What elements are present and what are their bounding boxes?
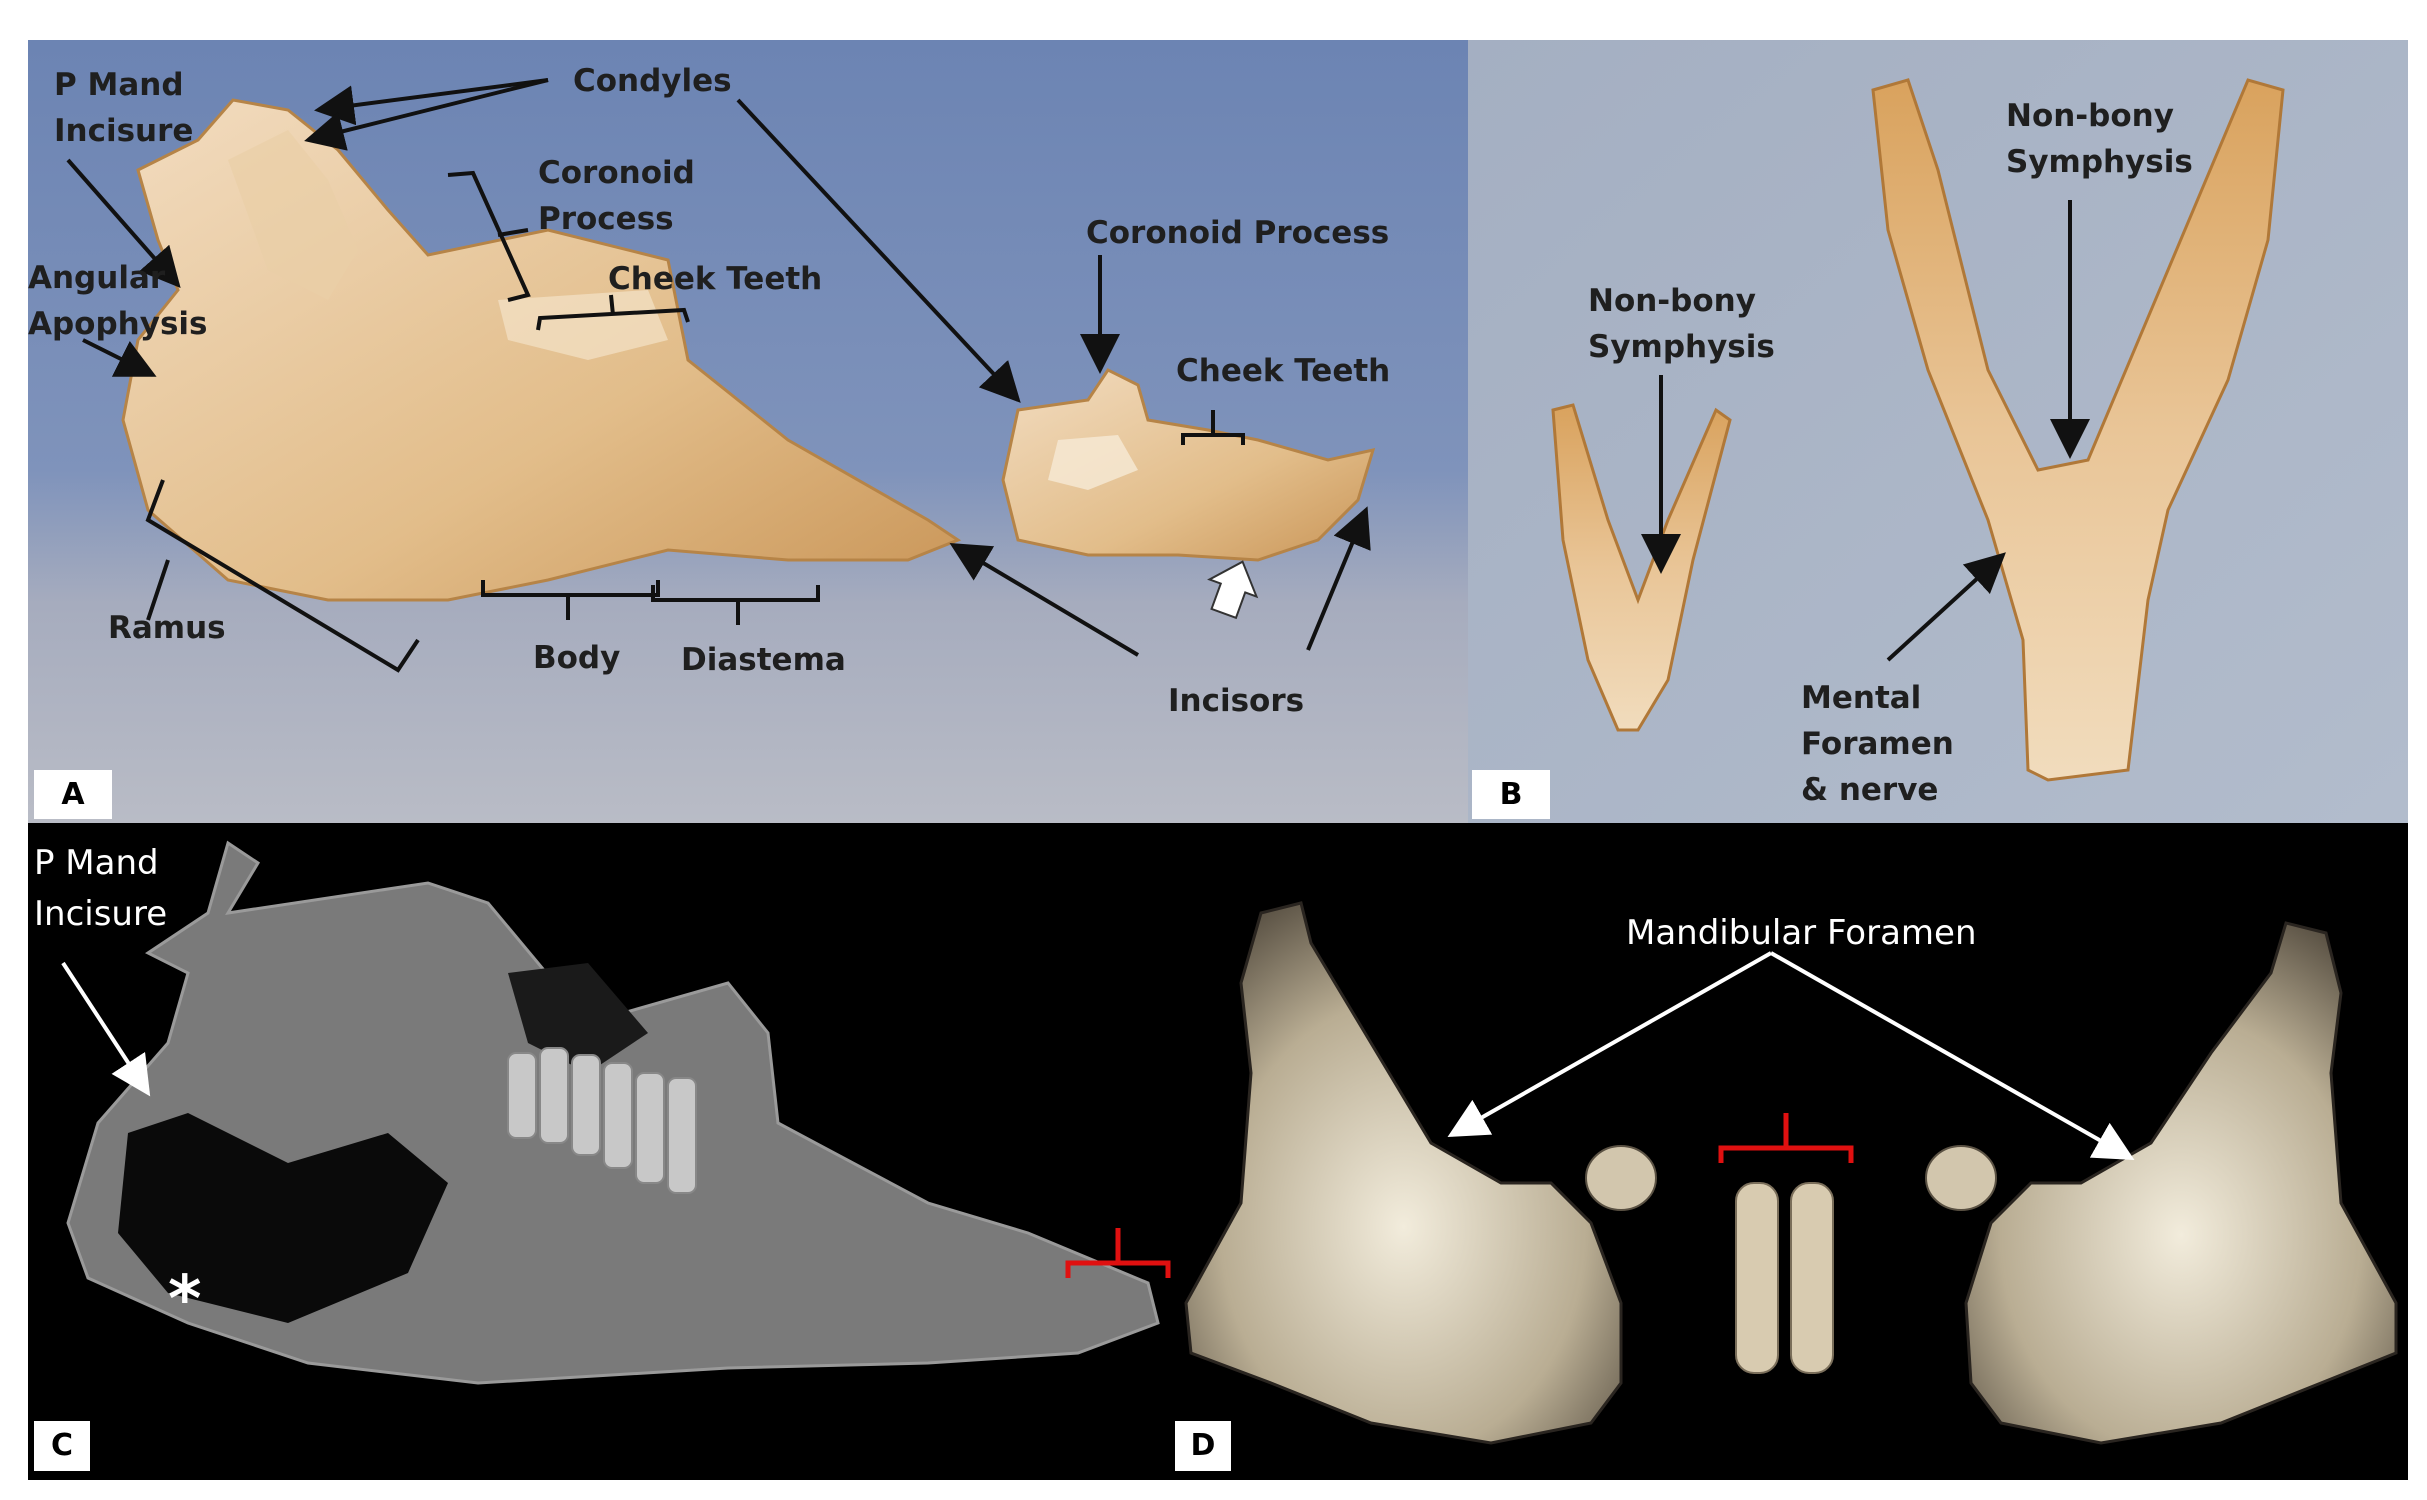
label-p-mand-incisure-ct: P Mand Incisure — [34, 843, 168, 934]
label-non-bony-symphysis-large: Non-bony Symphysis — [2006, 98, 2193, 180]
label-coronoid-process: Coronoid Process — [538, 155, 695, 237]
panel-c: P Mand Incisure * C — [28, 823, 1171, 1480]
label-cheek-teeth-small: Cheek Teeth — [1176, 353, 1391, 389]
label-ramus: Ramus — [108, 610, 226, 646]
label-mandibular-foramen: Mandibular Foramen — [1626, 913, 1977, 953]
label-diastema: Diastema — [681, 642, 846, 678]
panel-c-tag: C — [34, 1421, 90, 1471]
ct-left-hemimandible — [1184, 901, 1623, 1445]
panel-d: Mandibular Foramen D — [1171, 823, 2408, 1480]
panel-a-tag: A — [34, 770, 112, 819]
asterisk-marker: * — [168, 1263, 202, 1337]
panel-b-photo — [1468, 40, 2408, 823]
label-mental-foramen: Mental Foramen & nerve — [1801, 680, 1954, 808]
small-v-mandible — [1551, 403, 1732, 732]
label-coronoid-process-small: Coronoid Process — [1086, 215, 1390, 251]
panel-b: Non-bony Symphysis Non-bony Symphysis Me… — [1468, 40, 2408, 823]
panel-b-tag: B — [1472, 770, 1550, 819]
label-incisors: Incisors — [1168, 683, 1305, 719]
panel-a: P Mand Incisure Condyles Coronoid Proces… — [28, 40, 1468, 823]
label-condyles: Condyles — [573, 63, 732, 99]
ct-right-hemimandible — [1964, 921, 2398, 1445]
label-non-bony-symphysis-small: Non-bony Symphysis — [1588, 283, 1775, 365]
label-angular-apophysis: Angular Apophysis — [28, 260, 208, 342]
panel-d-tag: D — [1175, 1421, 1231, 1471]
panel-c-ct-render — [28, 823, 1171, 1480]
label-cheek-teeth: Cheek Teeth — [608, 261, 823, 297]
label-p-mand-incisure: P Mand Incisure — [54, 67, 194, 149]
label-body: Body — [533, 640, 621, 676]
white-arrow — [1207, 560, 1259, 620]
